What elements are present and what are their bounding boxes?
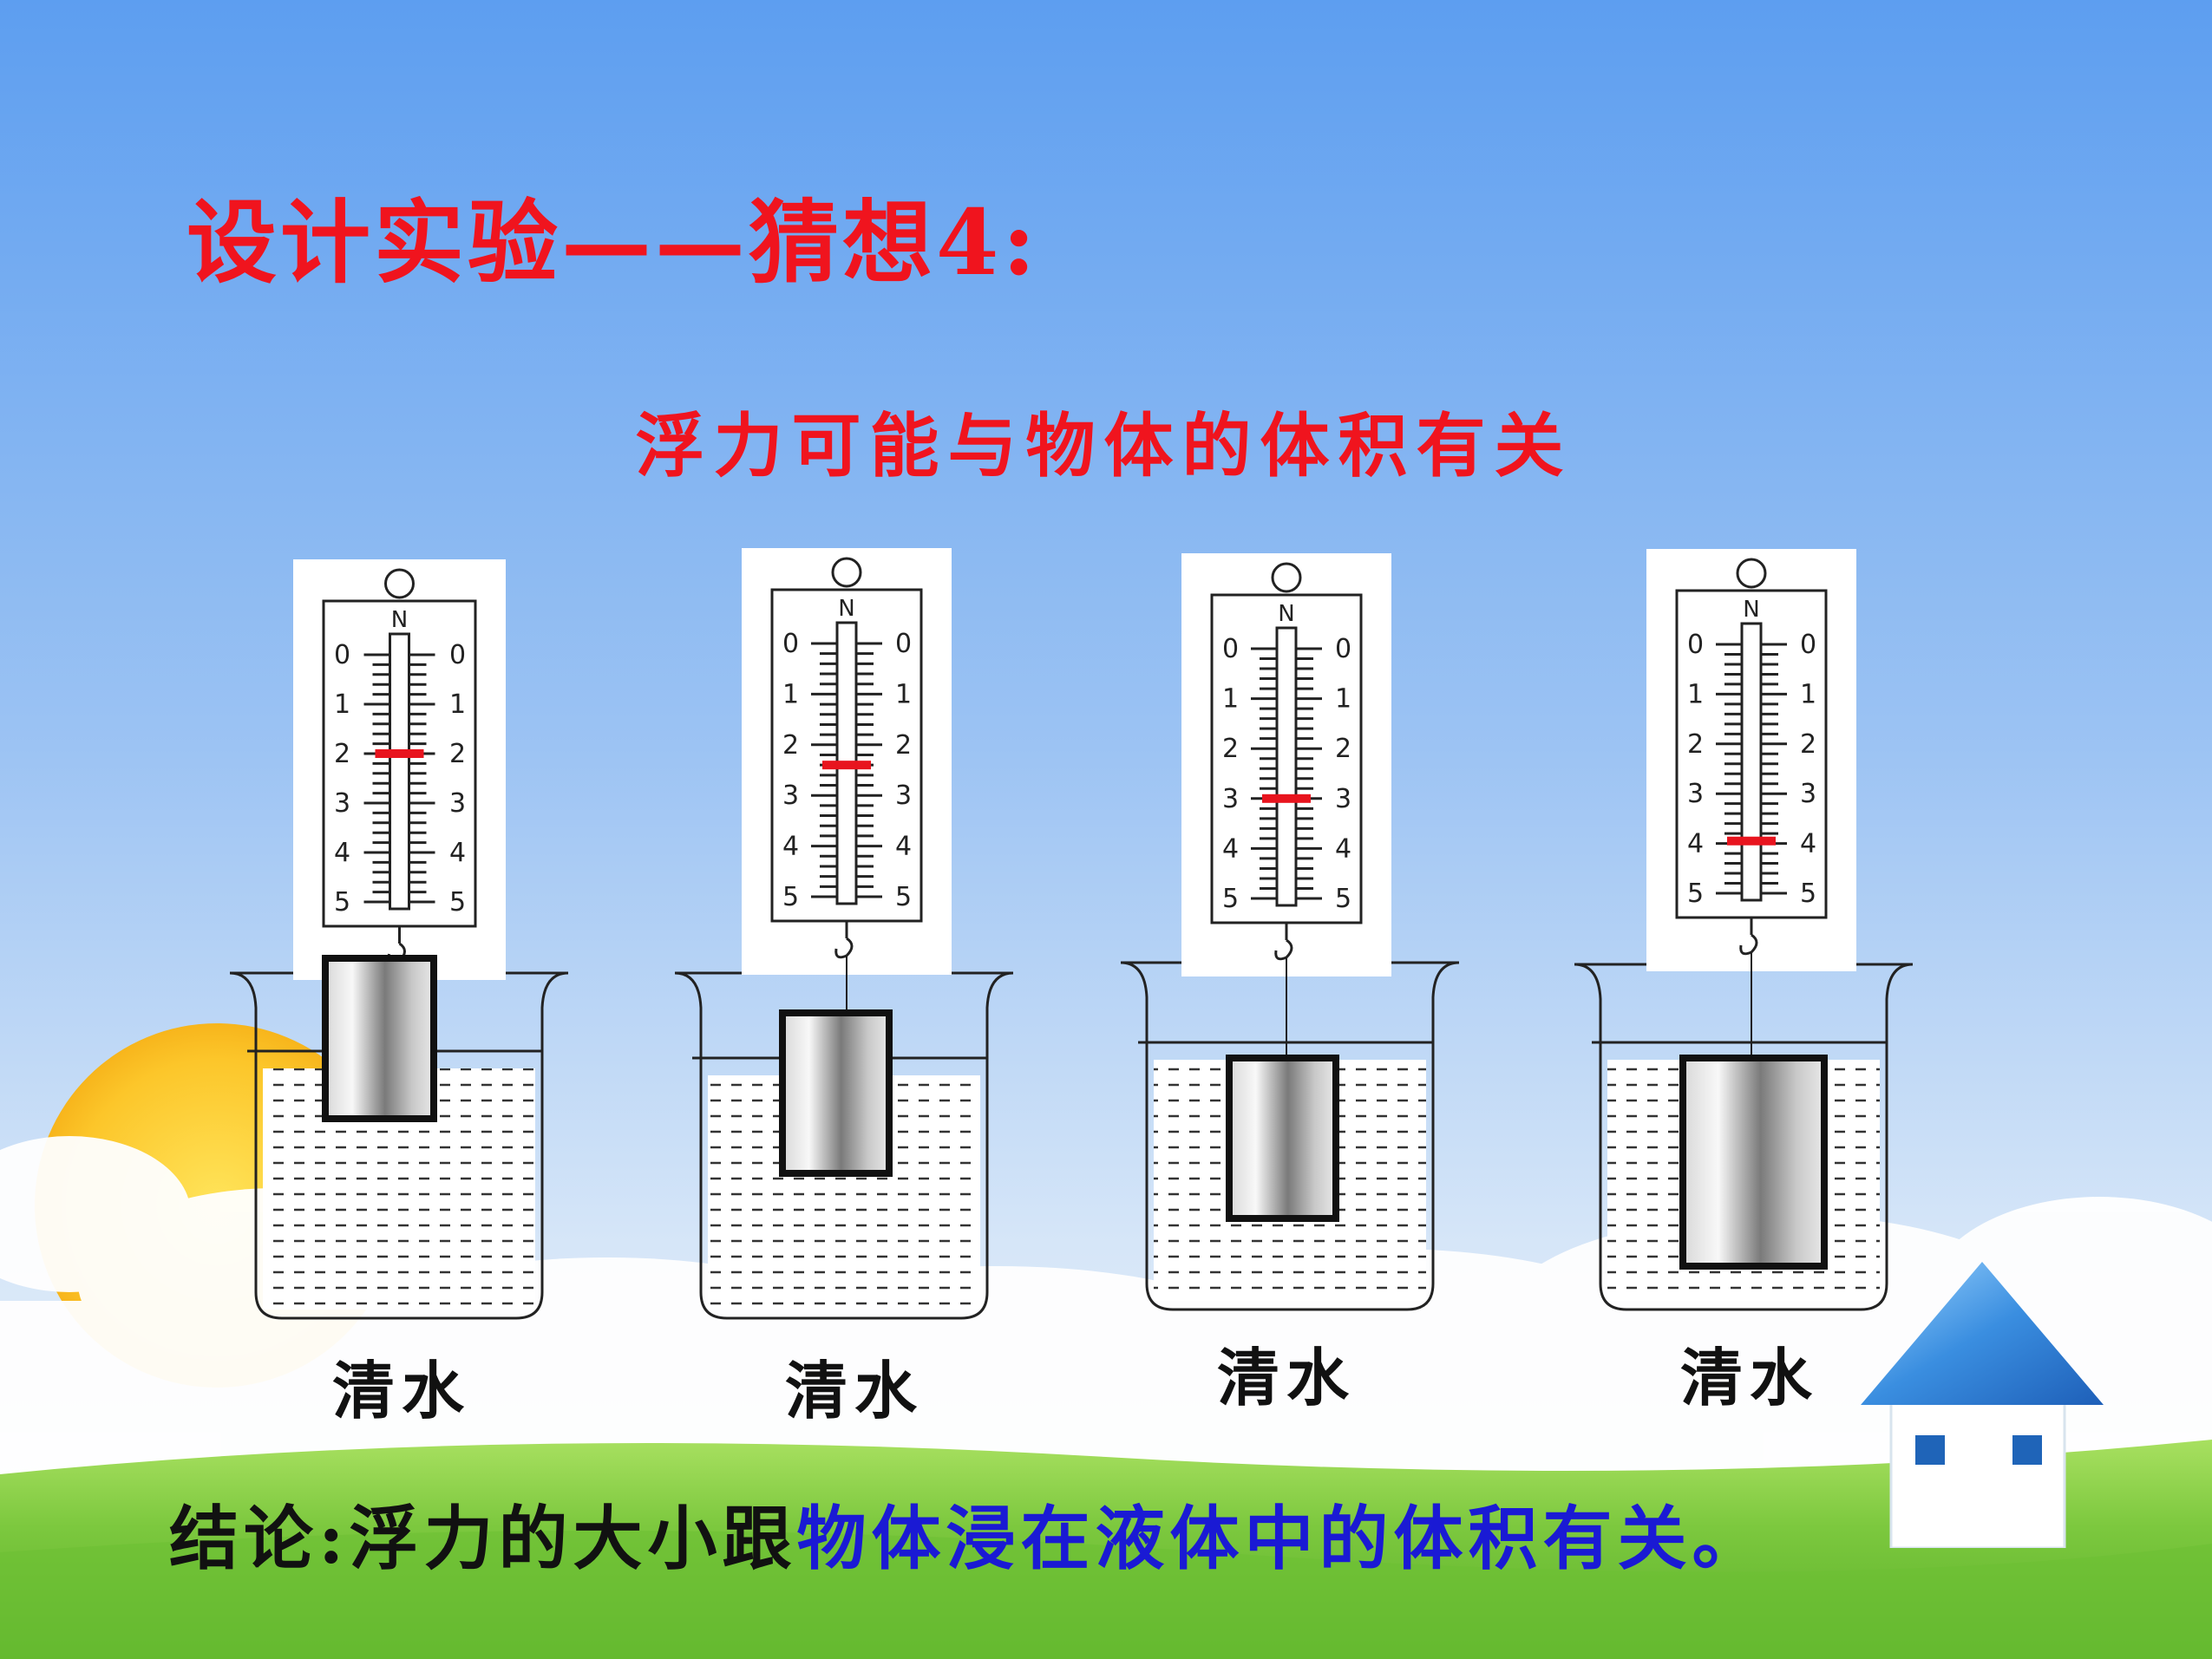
scale-mark-left: 3 — [782, 781, 799, 811]
scale-mark-left: 1 — [1222, 684, 1239, 715]
scale-tube-1 — [389, 632, 410, 911]
scale-mark-right: 2 — [895, 730, 912, 761]
scale-ring-4 — [1736, 558, 1767, 589]
liquid-label-4: 清水 — [1680, 1341, 1820, 1414]
scale-mark-right: 2 — [449, 739, 466, 769]
scale-mark-right: 0 — [449, 640, 466, 670]
scale-mark-left: 2 — [1222, 734, 1239, 764]
scale-mark-left: 1 — [1687, 679, 1704, 709]
scale-mark-right: 4 — [449, 838, 466, 868]
metal-block-3 — [1226, 1055, 1339, 1222]
scale-mark-left: 5 — [782, 882, 799, 912]
scale-mark-left: 1 — [782, 679, 799, 709]
scale-mark-left: 5 — [1687, 878, 1704, 909]
beaker-2 — [674, 971, 1014, 1320]
scale-mark-right: 0 — [1800, 630, 1816, 660]
scale-mark-right: 1 — [1800, 679, 1816, 709]
scale-pointer-4 — [1727, 836, 1776, 846]
scale-mark-right: 3 — [449, 788, 466, 819]
subtitle-text: 浮力可能与物体的体积有关 — [635, 405, 1573, 487]
scale-mark-right: 4 — [895, 832, 912, 862]
scale-mark-left: 5 — [1222, 884, 1239, 914]
liquid-label-3: 清水 — [1217, 1341, 1357, 1414]
slide-title: 设计实验——猜想4: — [187, 189, 1039, 296]
scale-mark-left: 3 — [334, 788, 350, 819]
scale-ring-1 — [384, 568, 415, 599]
scale-tube-4 — [1740, 622, 1763, 902]
scale-mark-right: 3 — [895, 781, 912, 811]
metal-block-4 — [1679, 1055, 1828, 1270]
scale-unit-3: N — [1278, 601, 1294, 627]
scale-pointer-2 — [822, 761, 871, 770]
liquid-label-1: 清水 — [332, 1354, 472, 1427]
scale-mark-left: 0 — [1222, 634, 1239, 664]
scale-mark-right: 4 — [1800, 829, 1816, 859]
scale-mark-left: 0 — [334, 640, 350, 670]
scale-mark-right: 5 — [449, 887, 466, 918]
home-icon[interactable] — [1856, 1262, 2108, 1548]
liquid-label-2: 清水 — [785, 1354, 925, 1427]
scale-mark-left: 0 — [1687, 630, 1704, 660]
scale-mark-left: 3 — [1222, 784, 1239, 814]
conclusion-text: 结论:浮力的大小跟物体浸在液体中的体积有关。 — [169, 1483, 1767, 1584]
scale-mark-right: 3 — [1335, 784, 1351, 814]
scale-mark-right: 1 — [895, 679, 912, 709]
scale-ring-3 — [1271, 562, 1302, 593]
beaker-3 — [1120, 961, 1460, 1311]
scale-mark-left: 4 — [334, 838, 350, 868]
conclusion-highlight: 物体浸在液体中的体积有关。 — [796, 1498, 1767, 1579]
scale-mark-right: 2 — [1335, 734, 1351, 764]
scale-mark-right: 1 — [1335, 684, 1351, 715]
scale-unit-1: N — [391, 607, 408, 633]
scale-mark-right: 1 — [449, 689, 466, 720]
scale-mark-left: 5 — [334, 887, 350, 918]
beaker-4 — [1574, 963, 1914, 1311]
scale-mark-left: 4 — [782, 832, 799, 862]
scale-mark-left: 2 — [334, 739, 350, 769]
metal-block-2 — [779, 1009, 893, 1177]
scale-mark-left: 4 — [1687, 829, 1704, 859]
scale-mark-left: 1 — [334, 689, 350, 720]
scale-mark-right: 0 — [895, 629, 912, 659]
scale-mark-left: 2 — [782, 730, 799, 761]
scale-ring-2 — [831, 557, 862, 588]
scale-mark-right: 0 — [1335, 634, 1351, 664]
scale-mark-right: 5 — [1335, 884, 1351, 914]
scale-mark-left: 0 — [782, 629, 799, 659]
scale-mark-right: 5 — [895, 882, 912, 912]
scale-unit-4: N — [1743, 597, 1759, 623]
scale-pointer-1 — [375, 749, 424, 758]
scale-mark-left: 2 — [1687, 729, 1704, 760]
slide-subtitle: 浮力可能与物体的体积有关 — [0, 390, 2212, 491]
scale-mark-right: 5 — [1800, 878, 1816, 909]
conclusion-prefix: 结论:浮力的大小跟 — [169, 1498, 797, 1579]
scale-mark-right: 3 — [1800, 779, 1816, 809]
scale-tube-3 — [1275, 626, 1298, 907]
metal-block-1 — [322, 955, 437, 1122]
scale-pointer-3 — [1262, 794, 1311, 803]
scale-unit-2: N — [838, 596, 854, 622]
scale-mark-left: 4 — [1222, 833, 1239, 864]
beaker-1 — [229, 971, 569, 1320]
scale-mark-left: 3 — [1687, 779, 1704, 809]
scale-mark-right: 4 — [1335, 833, 1351, 864]
scale-mark-right: 2 — [1800, 729, 1816, 760]
